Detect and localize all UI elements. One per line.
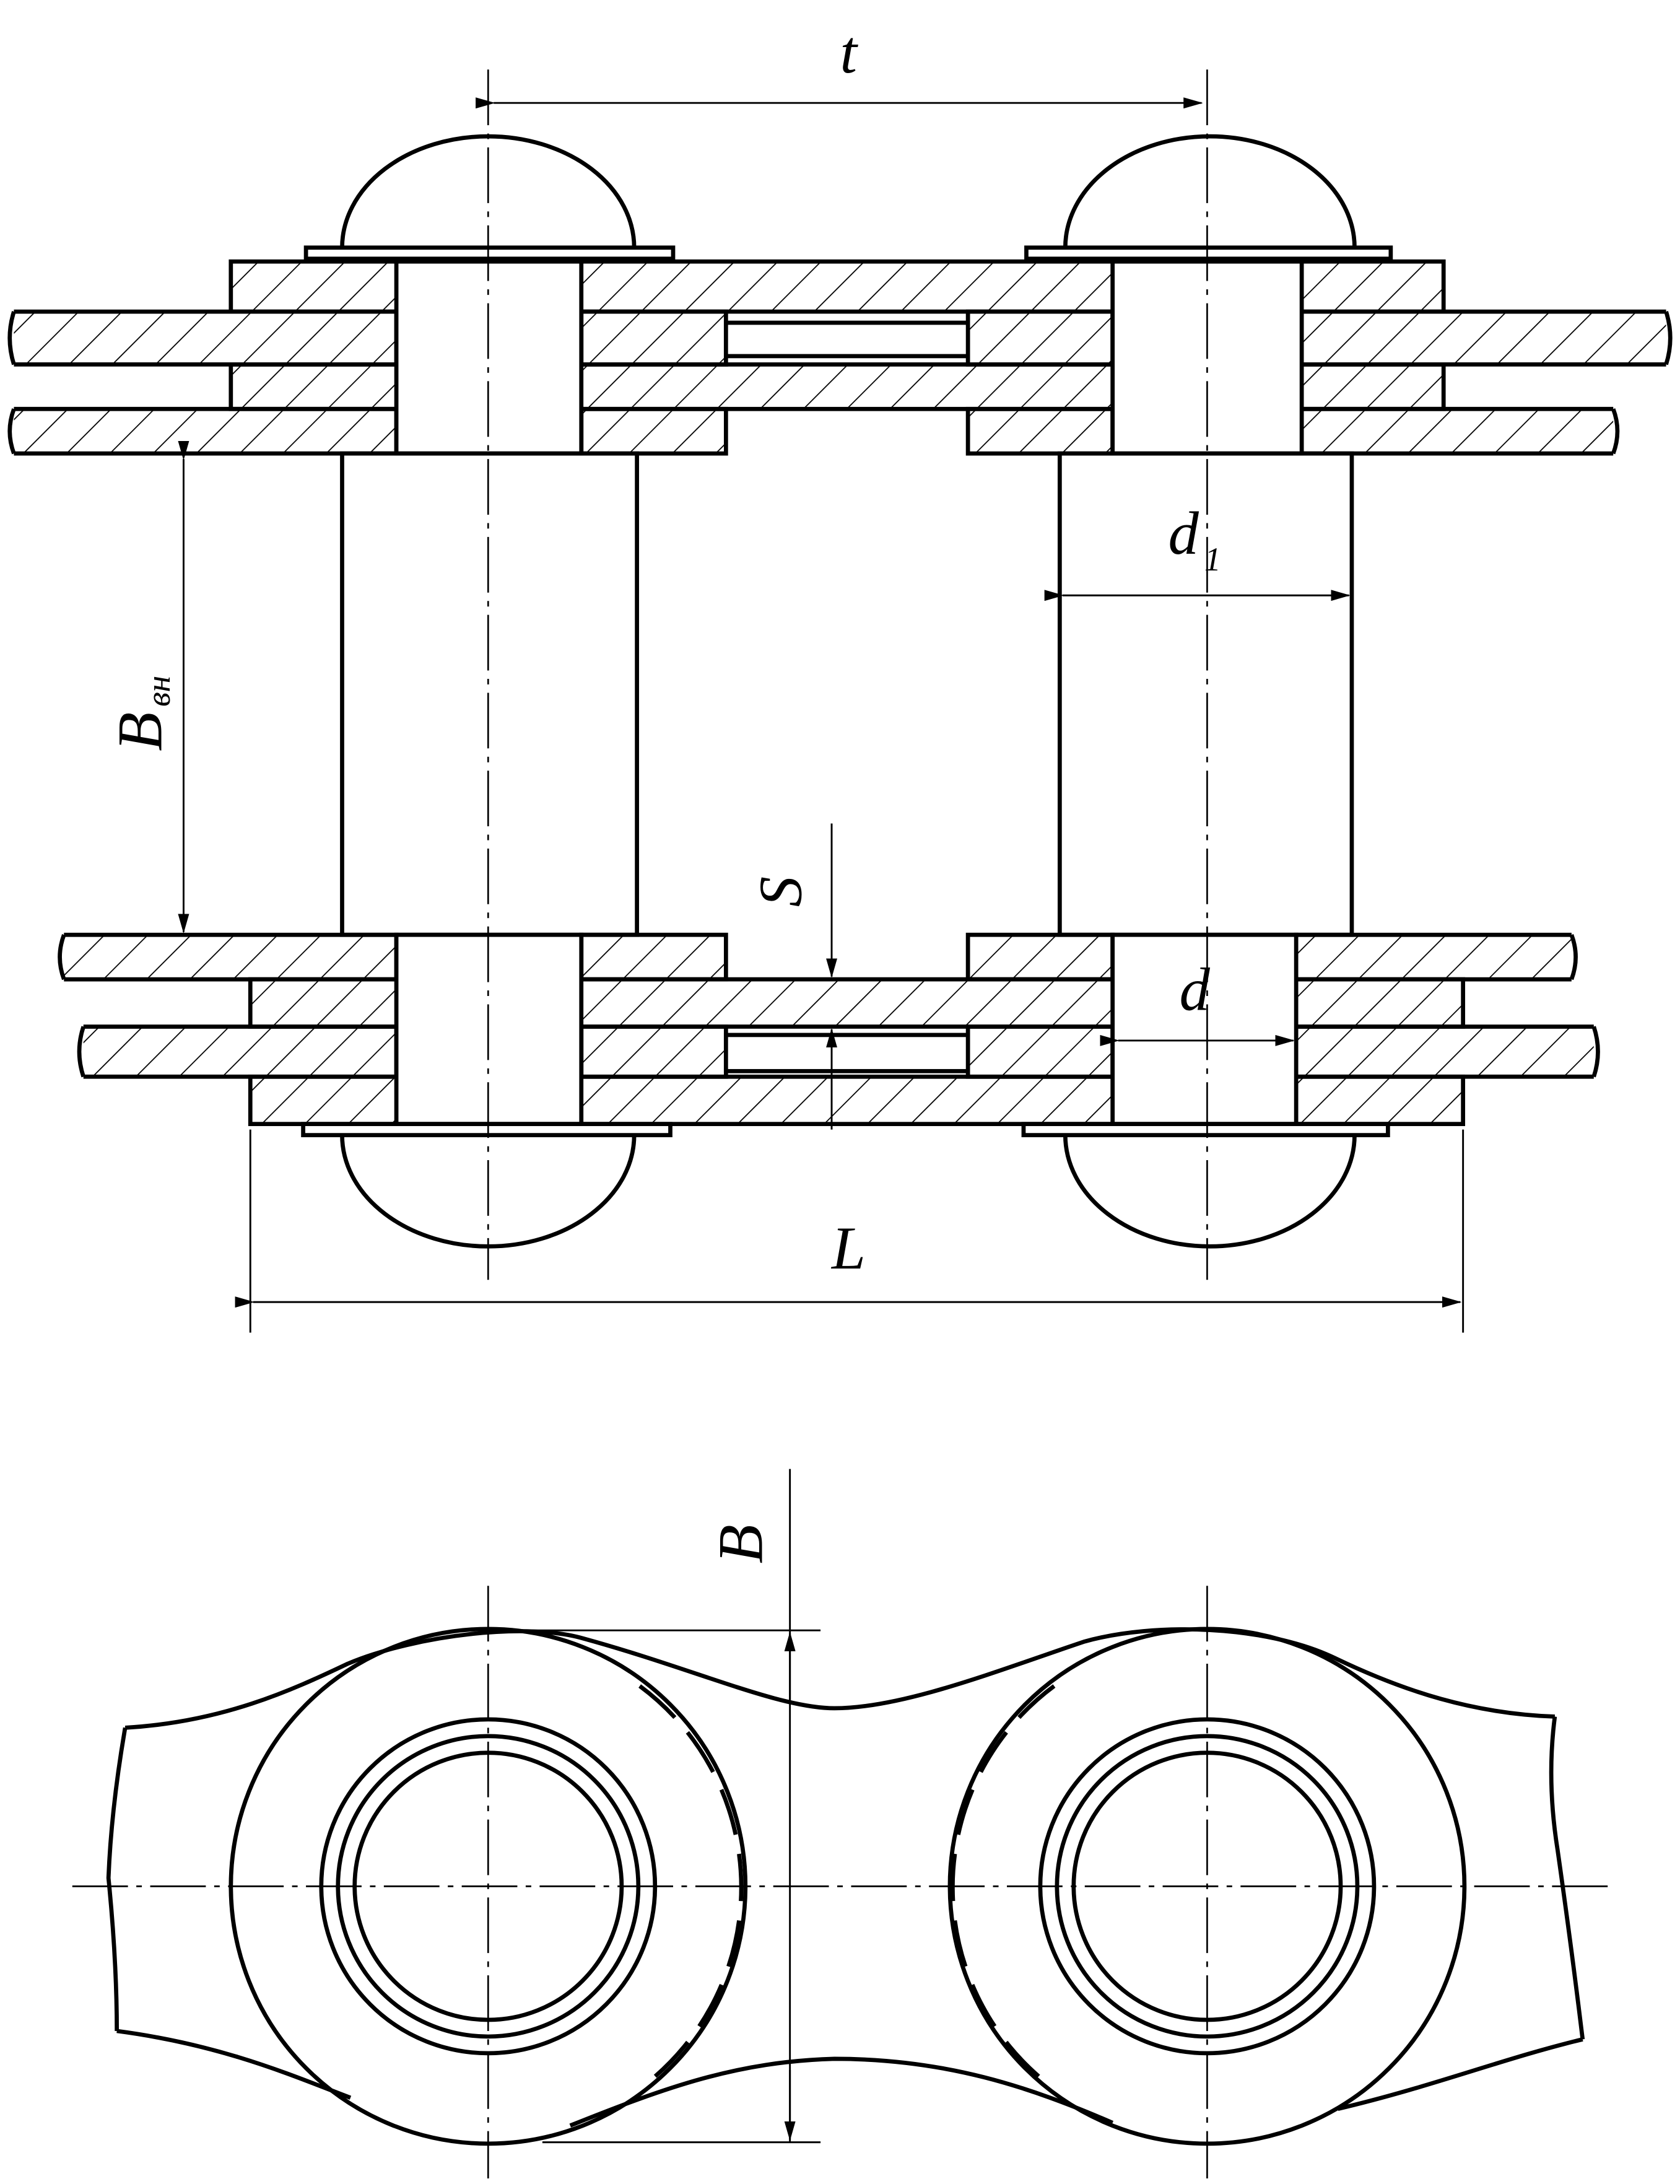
section-dimensions bbox=[178, 97, 1465, 1333]
label-plate-width: B bbox=[706, 1524, 777, 1563]
side-dimensions bbox=[528, 1469, 821, 2144]
label-roller-diameter-sub: 1 bbox=[1204, 541, 1221, 578]
outer-plate-outline bbox=[124, 1627, 1555, 1730]
label-pitch: t bbox=[840, 19, 859, 86]
label-inner-width-main: B bbox=[105, 712, 176, 751]
label-overall-length: L bbox=[830, 1215, 866, 1282]
left-roller bbox=[340, 451, 639, 937]
section-centerlines bbox=[487, 69, 1208, 1280]
label-pin-diameter: d bbox=[1179, 956, 1210, 1023]
side-centerlines bbox=[72, 1586, 1611, 2179]
section-view bbox=[7, 134, 1673, 1249]
label-inner-width-sub: вн bbox=[140, 676, 177, 707]
bottom-right-pin bbox=[1110, 932, 1299, 1127]
label-roller-diameter-main: d bbox=[1169, 500, 1199, 567]
top-inner-plates bbox=[7, 309, 1673, 456]
label-plate-thickness: S bbox=[747, 876, 815, 907]
label-inner-width: B вн bbox=[105, 676, 177, 751]
right-roller bbox=[1057, 451, 1354, 937]
label-roller-diameter: d 1 bbox=[1169, 500, 1221, 578]
top-pin-heads bbox=[303, 134, 1393, 261]
